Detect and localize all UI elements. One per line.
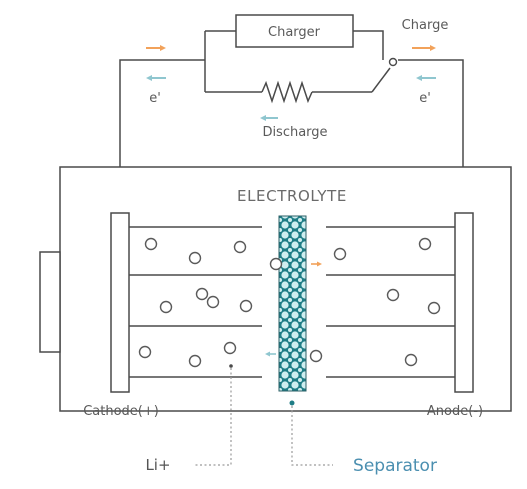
ion-arrow-right: [311, 261, 322, 267]
li-label: Li+: [145, 456, 170, 474]
li-ion: [427, 301, 441, 315]
li-ion: [309, 349, 323, 363]
cathode-label: Cathode(+): [83, 404, 159, 419]
li-ion: [404, 353, 418, 367]
switch-lever: [371, 67, 391, 93]
circuit-wire-right: [398, 59, 464, 213]
discharge-arrow-right: [416, 75, 436, 81]
separator-label: Separator: [353, 456, 437, 476]
li-ion: [239, 299, 253, 313]
anode-layers: [326, 226, 455, 378]
charge-arrow-right: [412, 45, 436, 51]
anode-label: Anode(-): [427, 404, 483, 419]
resistor: [261, 80, 313, 104]
li-pointer-line: [193, 368, 232, 466]
anode-electrode: [454, 212, 474, 393]
external-circuit: [119, 30, 464, 213]
charger-box: [235, 14, 354, 48]
electrolyte-label: ELECTROLYTE: [237, 187, 347, 205]
li-ion: [333, 247, 347, 261]
circuit-wire-left: [119, 59, 205, 213]
switch-contact: [388, 57, 398, 67]
li-ion: [138, 345, 152, 359]
wire-from-charger: [353, 30, 384, 60]
li-pointer-dot: [229, 364, 233, 368]
cathode-electrode: [110, 212, 130, 393]
separator-pointer-line: [291, 406, 333, 466]
li-ion: [144, 237, 158, 251]
electron-label-left: e': [149, 91, 161, 106]
separator: [278, 215, 307, 392]
charge-arrow-left: [146, 45, 166, 51]
ion-arrow-left: [265, 351, 276, 357]
lithium-ions: [138, 237, 441, 368]
li-ion: [269, 257, 283, 271]
battery-terminal: [39, 251, 61, 353]
li-ion: [159, 300, 173, 314]
li-ion: [206, 295, 220, 309]
li-ion: [418, 237, 432, 251]
li-ion: [223, 341, 237, 355]
li-ion: [188, 251, 202, 265]
charge-label: Charge: [402, 18, 449, 33]
discharge-arrow-left: [146, 75, 166, 81]
li-ion: [233, 240, 247, 254]
cathode-layers: [129, 226, 262, 378]
discharge-label: Discharge: [262, 125, 327, 140]
li-ion: [188, 354, 202, 368]
charger-label: Charger: [268, 25, 321, 40]
li-ion: [195, 287, 209, 301]
separator-pointer-dot: [289, 400, 295, 406]
discharge-arrow-center: [260, 115, 278, 121]
electron-label-right: e': [419, 91, 431, 106]
li-ion: [386, 288, 400, 302]
